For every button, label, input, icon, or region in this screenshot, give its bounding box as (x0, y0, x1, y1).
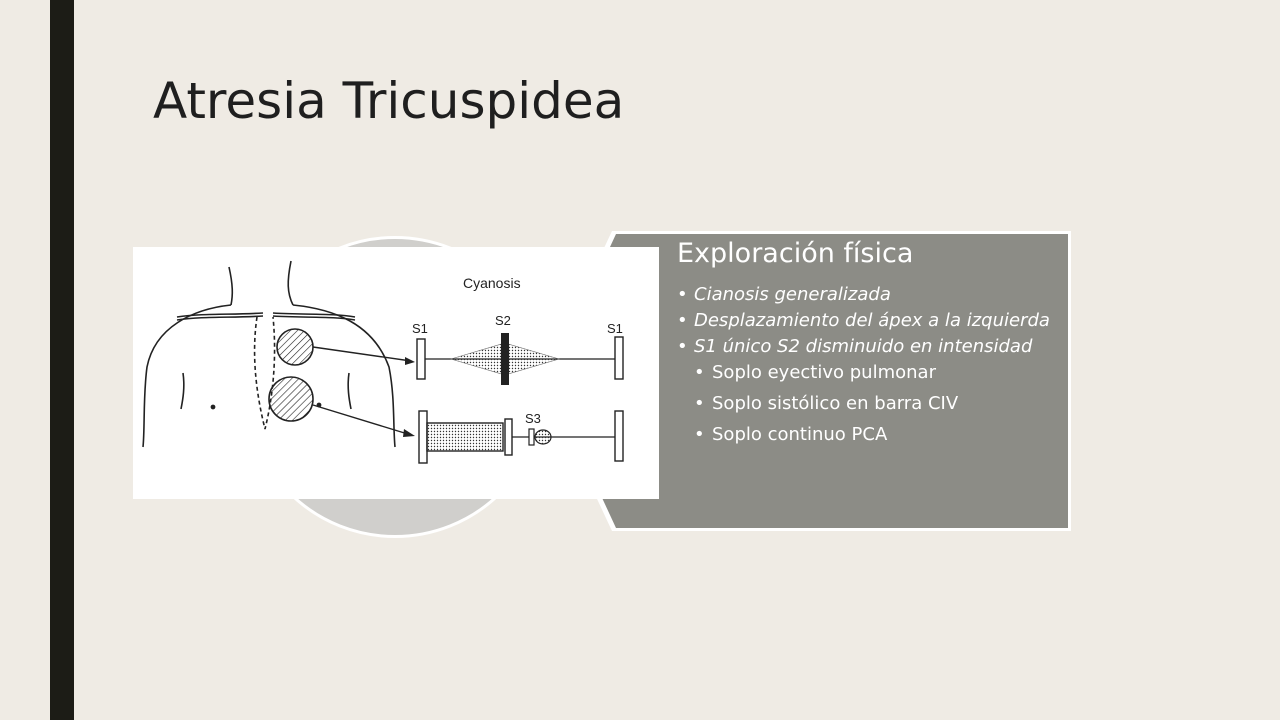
figure-caption: Cyanosis (463, 275, 521, 291)
label-s2: S2 (495, 313, 511, 328)
sub-bullet-item: Soplo continuo PCA (677, 424, 1057, 446)
bullet-list: Cianosis generalizada Desplazamiento del… (677, 284, 1057, 358)
bullet-item: Cianosis generalizada (677, 284, 1057, 306)
panel-text: Exploración física Cianosis generalizada… (677, 236, 1057, 455)
chest-diagram (142, 260, 624, 464)
sub-bullet-list: Soplo eyectivo pulmonar Soplo sistólico … (677, 362, 1057, 446)
sub-bullet-item: Soplo sistólico en barra CIV (677, 393, 1057, 415)
label-s3: S3 (525, 411, 541, 426)
bullet-item: S1 único S2 disminuido en intensidad (677, 336, 1057, 358)
bullet-item: Desplazamiento del ápex a la izquierda (677, 310, 1057, 332)
left-accent-bar (50, 0, 74, 720)
label-s1-left: S1 (412, 321, 428, 336)
slide-title: Atresia Tricuspidea (153, 72, 625, 130)
label-s1-right: S1 (607, 321, 623, 336)
auscultation-figure: Cyanosis S1 S2 S1 S3 (133, 247, 659, 499)
sub-bullet-item: Soplo eyectivo pulmonar (677, 362, 1057, 384)
panel-heading: Exploración física (677, 238, 914, 269)
